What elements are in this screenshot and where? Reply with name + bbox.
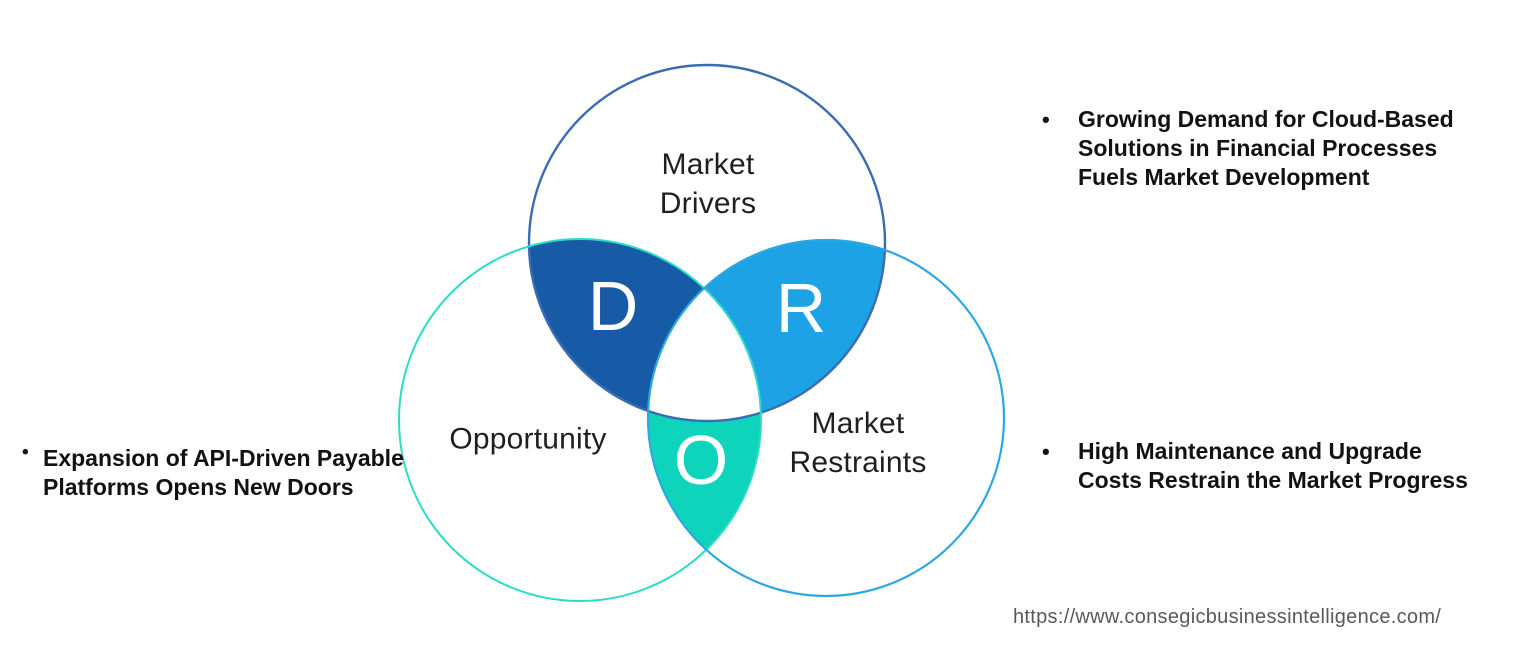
restraints-note-text: High Maintenance and Upgrade Costs Restr… xyxy=(1078,438,1468,493)
market-drivers-label: Market Drivers xyxy=(659,148,757,220)
letter-r: R xyxy=(775,269,827,347)
opportunity-note-text: Expansion of API-Driven Payable Platform… xyxy=(43,445,404,500)
opportunity-note: • Expansion of API-Driven Payable Platfo… xyxy=(22,442,404,502)
source-url: https://www.consegicbusinessintelligence… xyxy=(1013,606,1442,628)
circle-market-restraints xyxy=(646,238,1006,598)
bullet-icon: • xyxy=(22,442,29,463)
opportunity-label: Opportunity xyxy=(449,422,607,456)
market-restraints-label: Market Restraints xyxy=(789,407,927,479)
bullet-icon: • xyxy=(1042,107,1050,132)
letter-o: O xyxy=(673,421,729,499)
drivers-note-text: Growing Demand for Cloud-Based Solutions… xyxy=(1078,106,1454,190)
restraints-note: • High Maintenance and Upgrade Costs Res… xyxy=(1042,437,1468,495)
drivers-note: • Growing Demand for Cloud-Based Solutio… xyxy=(1042,105,1454,192)
circle-market-drivers xyxy=(527,63,887,423)
circle-opportunity xyxy=(398,238,762,602)
letter-d: D xyxy=(587,267,639,345)
bullet-icon: • xyxy=(1042,439,1050,464)
